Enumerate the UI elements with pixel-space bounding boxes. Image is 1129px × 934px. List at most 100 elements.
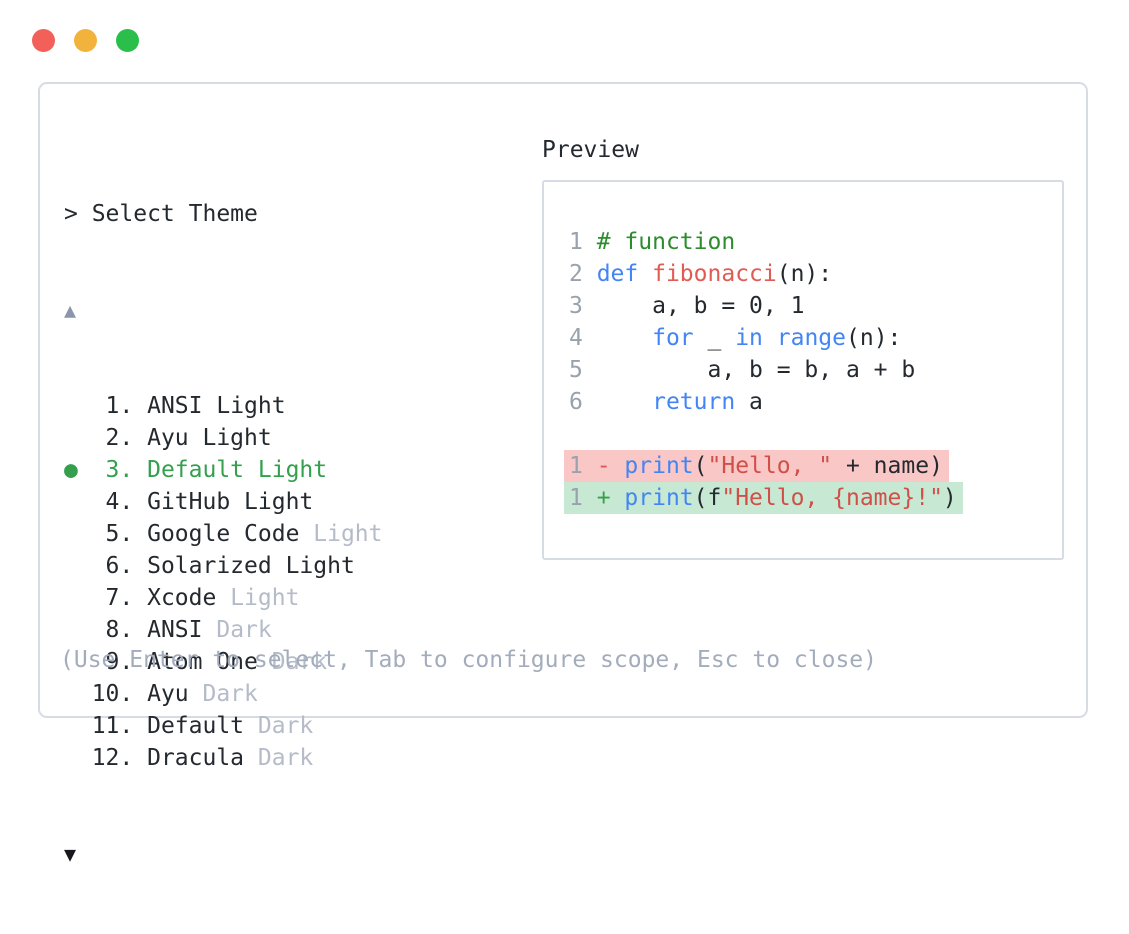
scroll-up-icon[interactable]: ▲ <box>64 298 77 322</box>
token-plain <box>638 261 652 287</box>
token-comment: # function <box>596 229 736 255</box>
theme-item-number: 10. <box>64 681 148 707</box>
theme-item-label: Xcode <box>147 585 231 611</box>
code-line-content: 1 # function <box>569 226 735 258</box>
token-keyword: print <box>624 485 694 511</box>
theme-item-number: 2. <box>64 425 148 451</box>
line-number: 3 <box>569 293 597 319</box>
scroll-down-icon[interactable]: ▼ <box>64 842 77 866</box>
line-number: 2 <box>569 261 597 287</box>
line-number: 4 <box>569 325 597 351</box>
token-plain: a, b = b, a + b <box>596 357 916 383</box>
diff-removed-line: 1 - print("Hello, " + name) <box>564 450 949 482</box>
token-keyword: range <box>776 325 846 351</box>
theme-item-number: 4. <box>64 489 148 515</box>
close-button[interactable] <box>32 29 55 52</box>
theme-item-12[interactable]: 12. Dracula Dark <box>64 742 383 774</box>
theme-item-label: Ayu <box>147 425 203 451</box>
theme-selector: > Select Theme ▲ 1. ANSI Light 2. Ayu Li… <box>64 134 383 934</box>
theme-item-7[interactable]: 7. Xcode Light <box>64 582 383 614</box>
theme-item-variant: Light <box>230 585 300 611</box>
code-line: 4 for _ in range(n): <box>569 322 1062 354</box>
theme-item-label: GitHub <box>147 489 245 515</box>
line-number: 1 <box>569 485 597 511</box>
code-line: 1 # function <box>569 226 1062 258</box>
theme-item-number: 12. <box>64 745 148 771</box>
window-controls <box>32 29 139 52</box>
theme-item-9[interactable]: 9. Atom One Dark <box>64 646 383 678</box>
token-keyword: def <box>596 261 639 287</box>
token-string: "Hello, {name}!" <box>721 485 943 511</box>
theme-item-variant: Dark <box>271 649 328 675</box>
theme-item-2[interactable]: 2. Ayu Light <box>64 422 383 454</box>
code-line: 2 def fibonacci(n): <box>569 258 1062 290</box>
theme-item-11[interactable]: 11. Default Dark <box>64 710 383 742</box>
token-plain: (f <box>693 485 722 511</box>
help-text: (Use Enter to select, Tab to configure s… <box>60 647 877 673</box>
theme-item-label: Atom One <box>147 649 272 675</box>
theme-item-label: Google Code <box>147 521 314 547</box>
token-keyword: for <box>652 325 694 351</box>
theme-item-variant: Light <box>313 521 383 547</box>
theme-item-number: 1. <box>64 393 148 419</box>
token-plus: + <box>596 485 625 511</box>
theme-item-label: Default <box>147 713 258 739</box>
token-plain: ( <box>693 453 708 479</box>
theme-item-5[interactable]: 5. Google Code Light <box>64 518 383 550</box>
diff-added-line: 1 + print(f"Hello, {name}!") <box>564 482 963 514</box>
theme-item-variant: Dark <box>216 617 272 643</box>
theme-item-number: 11. <box>64 713 148 739</box>
token-plain: a <box>735 389 763 415</box>
theme-item-label: Solarized <box>147 553 286 579</box>
theme-item-10[interactable]: 10. Ayu Dark <box>64 678 383 710</box>
theme-item-1[interactable]: 1. ANSI Light <box>64 390 383 422</box>
theme-list: 1. ANSI Light 2. Ayu Light● 3. Default L… <box>64 390 383 774</box>
theme-item-label: ANSI <box>147 617 217 643</box>
theme-item-4[interactable]: 4. GitHub Light <box>64 486 383 518</box>
token-function: fibonacci <box>652 261 777 287</box>
zoom-button[interactable] <box>116 29 139 52</box>
theme-picker-panel: > Select Theme ▲ 1. ANSI Light 2. Ayu Li… <box>38 82 1088 866</box>
code-line: 5 a, b = b, a + b <box>569 354 1062 386</box>
theme-item-variant: Dark <box>257 745 314 771</box>
token-keyword: in <box>735 325 763 351</box>
token-keyword: print <box>624 453 694 479</box>
minimize-button[interactable] <box>74 29 97 52</box>
theme-item-label: Ayu <box>147 681 203 707</box>
theme-item-3[interactable]: ● 3. Default Light <box>64 454 383 486</box>
token-plain <box>597 389 652 415</box>
theme-item-variant: Light <box>244 489 314 515</box>
line-number: 5 <box>569 357 597 383</box>
theme-item-label: Default Light <box>147 457 328 483</box>
code-line-content: 6 return a <box>569 386 763 418</box>
token-plain: (n): <box>846 325 902 351</box>
theme-item-number: 5. <box>64 521 148 547</box>
theme-item-8[interactable]: 8. ANSI Dark <box>64 614 383 646</box>
token-plain <box>597 325 652 351</box>
token-keyword: return <box>652 389 736 415</box>
token-plain <box>763 325 777 351</box>
theme-item-label: ANSI <box>147 393 217 419</box>
code-line-content: 3 a, b = 0, 1 <box>569 290 804 322</box>
token-minus: - <box>596 453 625 479</box>
token-plain: (n): <box>776 261 833 287</box>
token-plain: _ <box>693 325 736 351</box>
theme-item-6[interactable]: 6. Solarized Light <box>64 550 383 582</box>
theme-item-label: Dracula <box>147 745 258 771</box>
code-line: 1 + print(f"Hello, {name}!") <box>564 482 1062 514</box>
theme-item-number: 8. <box>64 617 148 643</box>
theme-item-variant: Dark <box>257 713 314 739</box>
theme-item-number: 7. <box>64 585 148 611</box>
theme-item-number: 6. <box>64 553 148 579</box>
theme-item-variant: Light <box>216 393 286 419</box>
code-line-content: 2 def fibonacci(n): <box>569 258 832 290</box>
theme-item-variant: Light <box>202 425 272 451</box>
prompt: > Select Theme <box>64 201 258 227</box>
theme-item-number: 9. <box>64 649 148 675</box>
token-plain: ) <box>942 485 957 511</box>
preview-title: Preview <box>542 137 639 163</box>
theme-item-variant: Light <box>285 553 355 579</box>
token-plain: a, b = 0, 1 <box>596 293 805 319</box>
code-line: 3 a, b = 0, 1 <box>569 290 1062 322</box>
